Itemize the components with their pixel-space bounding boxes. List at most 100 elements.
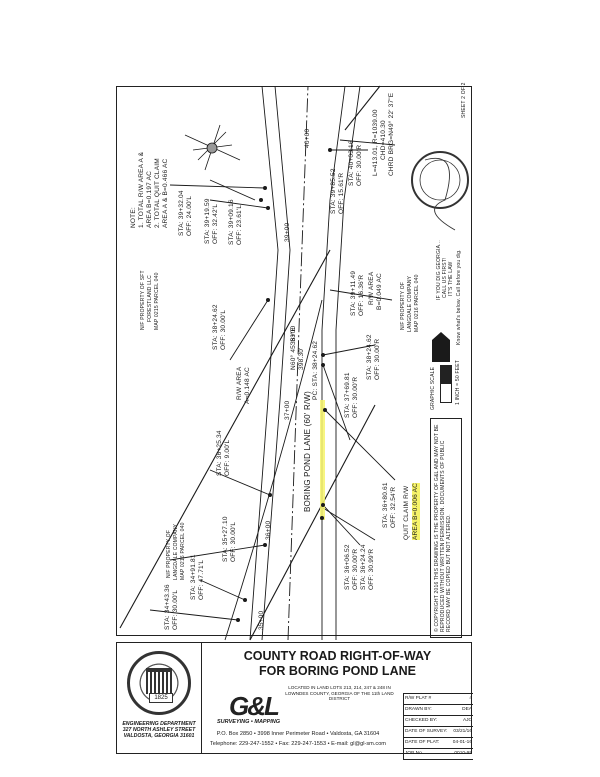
curve-chord-bearing: CHRD BRG=N49° 22' 37"E [388,92,395,176]
callout-off: OFF: 15.61'R [338,172,345,214]
note-line: 2. TOTAL QUIT CLAIM [154,158,161,228]
callout-sta: STA: 38+24.62 [366,334,373,380]
rw-area-a-value: A=0.148 AC [244,367,251,404]
callout-sta: STA: 35+27.10 [222,516,229,562]
station-label: 36+00 [265,520,272,540]
info-row-drawn: DRAWN BY:DEA [404,705,473,716]
callout-off: OFF: 30.00'L [172,589,179,630]
graphic-scale-title: GRAPHIC SCALE [430,366,436,410]
call811-tagline: Know what's below. Call before you dig. [456,249,462,345]
call811-line3: IT'S THE LAW [448,261,454,296]
quit-claim-area: AREA B=0.006 AC [412,482,420,540]
engineering-department: ENGINEERING DEPARTMENT 327 NORTH ASHLEY … [119,721,199,740]
callout-off: OFF: 30.00'R [352,376,359,418]
callout-off: OFF: 30.00'R [352,548,359,590]
pc-station: PC: STA: 38+24.62 [312,340,319,400]
parcel-4-west-line: N/F PROPERTY OF [166,529,172,578]
parcel-4-east-line: N/F PROPERTY OF [400,281,406,330]
quit-claim-title: QUIT CLAIM R/W [403,485,410,540]
courthouse-icon [146,668,172,694]
station-label: 38+00 [290,325,297,345]
call-811-icon [432,332,450,362]
callout-sta: STA: 36+25.34 [216,430,223,476]
parcel-5-line: MAP 0215 PARCEL 040 [154,272,160,330]
dept-city: VALDOSTA, GEORGIA 31601 [123,733,195,740]
callout-off: OFF: 30.00'R [356,144,363,186]
note-line: AREA B=0.197 AC [146,170,153,228]
company-contact: P.O. Box 2850 • 3998 Inner Perimeter Roa… [203,729,393,749]
station-label: 35+00 [258,610,265,630]
graphic-scale-bar [440,365,452,403]
callout-sta: STA: 36+24.24 [360,544,367,590]
callout-off: OFF: 30.00'R [374,338,381,380]
road-name: BORING POND LANE (60' R/W) [303,391,312,512]
callout-sta: STA: 36+06.52 [344,544,351,590]
callout-off: OFF: 32.54'R [390,486,397,528]
note-line: AREA A & B=0.466 AC [162,158,169,228]
callout-sta: STA: 37+69.81 [344,372,351,418]
callout-off: OFF: 16.36'R [358,274,365,316]
parcel-4-west-line: MAP 0216 PARCEL 040 [180,522,186,580]
copyright-text: © COPYRIGHT 2016 THIS DRAWING IS THE PRO… [434,424,452,632]
road-distance: 398.30' [298,347,305,370]
info-row-checked: CHECKED BY:AJC [404,716,473,727]
surveyor-seal-icon [411,151,469,231]
drawing-sheet-border [116,86,472,636]
parcel-4-east-line: MAP 0216 PARCEL 040 [414,274,420,332]
company-phone-email: Telephone: 229-247-1552 • Fax: 229-247-1… [210,741,386,747]
callout-sta: STA: 36+80.61 [382,482,389,528]
parcel-5-line: FORESTLAND LLC [147,275,153,322]
callout-sta: STA: 39+19.59 [204,198,211,244]
parcel-5-line: N/F PROPERTY OF SFT [140,270,146,330]
callout-off: OFF: 30.00'L [230,521,237,562]
curve-length-radius: L=413.01, R=1039.00 [372,109,379,176]
rw-area-b-value: B=0.049 AC [376,273,383,310]
parcel-4-west-line: LANGDALE COMPANY [173,523,179,580]
curve-chord: CHD=410.30 [380,120,387,160]
sheet-number: SHEET 2 OF 2 [461,82,467,118]
callout-off: OFF: 47.71'L [198,559,205,600]
callout-sta: STA: 39+09.16 [228,199,235,245]
callout-off: OFF: 24.00'L [186,195,193,236]
callout-sta: STA: 39+32.04 [178,190,185,236]
dept-name: ENGINEERING DEPARTMENT [122,721,196,727]
callout-sta: STA: 34+91.81 [190,554,197,600]
station-label: 37+00 [284,400,291,420]
title-block: 1825 ENGINEERING DEPARTMENT 327 NORTH AS… [116,642,473,760]
callout-off: OFF: 9.00'L [224,439,231,476]
info-row-plat-date: DATE OF PLAT:04-01-16 [404,738,473,749]
gl-logo: G&L [229,691,280,721]
county-seal-icon: 1825 [127,651,191,715]
plat-info-table: R/W PLAT #4 DRAWN BY:DEA CHECKED BY:AJC … [403,693,473,760]
station-label: 39+00 [284,222,291,242]
callout-sta: STA: 39+85.52 [330,168,337,214]
callout-off: OFF: 30.00'L [220,309,227,350]
plat-title: COUNTY ROAD RIGHT-OF-WAY FOR BORING POND… [202,649,473,679]
dept-street: 327 NORTH ASHLEY STREET [122,727,196,734]
callout-sta: STA: 40+03.16 [348,140,355,186]
company-address: P.O. Box 2850 • 3998 Inner Perimeter Roa… [216,731,380,737]
rw-area-a-title: R/W AREA [236,366,243,400]
callout-off: OFF: 23.61'L [236,204,243,245]
callout-off: OFF: 30.99'R [368,548,375,590]
callout-sta: STA: 38+24.62 [212,304,219,350]
callout-off: OFF: 32.42'L [212,203,219,244]
parcel-4-east-line: LANGDALE COMPANY [407,275,413,332]
title-line-2: FOR BORING POND LANE [259,664,416,678]
info-row-plat: R/W PLAT #4 [404,694,473,705]
north-arrow-icon [184,124,241,171]
company-tagline: SURVEYING • MAPPING [217,719,281,725]
location-description: LOCATED IN LAND LOTS 213, 214, 247 & 248… [285,685,394,702]
county-panel: 1825 ENGINEERING DEPARTMENT 327 NORTH AS… [117,643,202,753]
info-row-job: JOB No.0010-99 [404,749,473,760]
copyright-box [430,418,462,638]
notes-heading: NOTE: [130,207,137,228]
note-line: 1. TOTAL R/W AREA A & [138,151,145,228]
info-row-survey-date: DATE OF SURVEY:03/21/16 [404,727,473,738]
seal-year: 1825 [149,693,173,703]
rw-area-b-title: R/W AREA [368,271,375,305]
graphic-scale-ratio: 1 INCH = 50 FEET [455,359,461,405]
callout-sta: STA: 34+43.36 [164,584,171,630]
title-line-1: COUNTY ROAD RIGHT-OF-WAY [243,649,432,663]
